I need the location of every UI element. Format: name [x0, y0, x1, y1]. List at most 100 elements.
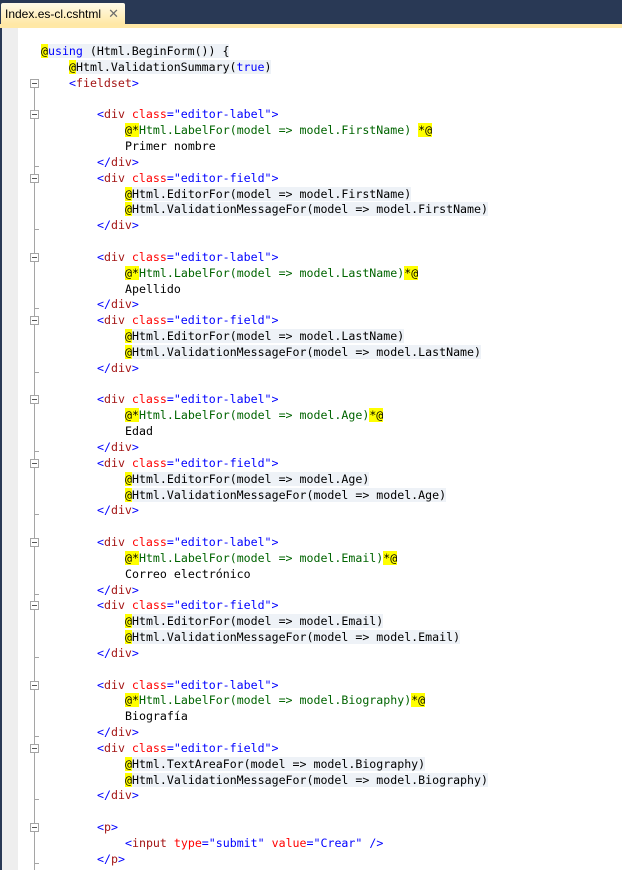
- collapse-icon[interactable]: [30, 78, 39, 88]
- token-txt: Html.EditorFor(model => model.LastName): [131, 329, 405, 344]
- code-line[interactable]: <div class="editor-label">: [97, 534, 279, 550]
- token-tg: p: [103, 820, 111, 835]
- code-line[interactable]: Edad: [125, 423, 153, 439]
- code-line[interactable]: </div>: [97, 645, 139, 661]
- code-text: <div class="editor-label">: [97, 678, 279, 692]
- token-at: @: [125, 471, 132, 486]
- code-text: </div>: [97, 788, 139, 802]
- code-line[interactable]: <div class="editor-label">: [97, 677, 279, 693]
- token-br: >: [131, 725, 139, 740]
- code-line[interactable]: @Html.ValidationSummary(true): [69, 59, 272, 75]
- collapse-icon[interactable]: [30, 743, 39, 753]
- token-br: <: [97, 820, 104, 835]
- code-line[interactable]: @using (Html.BeginForm()) {: [41, 43, 230, 59]
- code-text: <div class="editor-field">: [97, 171, 279, 185]
- code-line[interactable]: </div>: [97, 787, 139, 803]
- tab-index-es-cl-cshtml[interactable]: Index.es-cl.cshtml ✕: [1, 3, 125, 24]
- code-line[interactable]: @Html.EditorFor(model => model.LastName): [125, 328, 405, 344]
- code-line[interactable]: </div>: [97, 360, 139, 376]
- collapse-icon[interactable]: [30, 316, 39, 326]
- token-br: </: [97, 851, 111, 866]
- collapse-icon[interactable]: [30, 458, 39, 468]
- razor-code: @Html.TextAreaFor(model => model.Biograp…: [125, 756, 426, 771]
- code-line[interactable]: @Html.EditorFor(model => model.Age): [125, 471, 370, 487]
- collapse-icon[interactable]: [30, 823, 39, 833]
- code-line[interactable]: @Html.EditorFor(model => model.FirstName…: [125, 186, 412, 202]
- collapse-icon[interactable]: [30, 601, 39, 611]
- code-line[interactable]: @*Html.LabelFor(model => model.Email)*@: [125, 550, 398, 566]
- code-line[interactable]: </div>: [97, 724, 139, 740]
- token-br: </: [97, 218, 111, 233]
- code-line[interactable]: </div>: [97, 217, 139, 233]
- code-line[interactable]: @Html.ValidationMessageFor(model => mode…: [125, 487, 447, 503]
- close-icon[interactable]: ✕: [108, 5, 119, 21]
- token-val: "editor-label": [173, 249, 272, 264]
- token-val: "editor-label": [173, 677, 272, 692]
- token-txt: [125, 250, 132, 264]
- code-editor[interactable]: @using (Html.BeginForm()) {@Html.Validat…: [0, 28, 622, 870]
- code-line[interactable]: <div class="editor-label">: [97, 249, 279, 265]
- collapse-icon[interactable]: [30, 252, 39, 262]
- code-line[interactable]: Primer nombre: [125, 138, 216, 154]
- code-line[interactable]: <div class="editor-label">: [97, 106, 279, 122]
- code-line[interactable]: Biografía: [125, 708, 188, 724]
- code-line[interactable]: @*Html.LabelFor(model => model.Age)*@: [125, 407, 384, 423]
- code-line[interactable]: <div class="editor-field">: [97, 455, 279, 471]
- collapse-icon[interactable]: [30, 110, 39, 120]
- token-br: >: [131, 503, 139, 518]
- collapse-icon[interactable]: [30, 173, 39, 183]
- razor-code: @Html.ValidationMessageFor(model => mode…: [125, 487, 447, 502]
- token-txt: Biografía: [125, 709, 188, 724]
- token-at: @*: [125, 265, 139, 280]
- code-line[interactable]: <div class="editor-field">: [97, 597, 279, 613]
- token-br: <: [97, 392, 104, 407]
- token-tg: p: [110, 851, 118, 866]
- code-text: Biografía: [125, 709, 188, 723]
- code-line[interactable]: @*Html.LabelFor(model => model.LastName)…: [125, 265, 419, 281]
- token-val: "editor-field": [173, 170, 272, 185]
- code-text: <div class="editor-label">: [97, 250, 279, 264]
- code-text: <div class="editor-label">: [97, 107, 279, 121]
- token-br: <: [125, 836, 132, 850]
- code-line[interactable]: @*Html.LabelFor(model => model.Biography…: [125, 692, 426, 708]
- code-line[interactable]: Correo electrónico: [125, 566, 251, 582]
- code-line[interactable]: <div class="editor-label">: [97, 391, 279, 407]
- code-line[interactable]: <div class="editor-field">: [97, 312, 279, 328]
- token-tg: div: [110, 360, 132, 375]
- token-at: @: [125, 487, 132, 502]
- code-line[interactable]: <div class="editor-field">: [97, 740, 279, 756]
- token-br: =: [201, 836, 209, 850]
- code-line[interactable]: </div>: [97, 154, 139, 170]
- fold-end-marker: [34, 736, 39, 738]
- code-line[interactable]: </div>: [97, 439, 139, 455]
- code-line[interactable]: @Html.TextAreaFor(model => model.Biograp…: [125, 756, 426, 772]
- token-kw: true: [236, 59, 265, 74]
- token-txt: [265, 836, 272, 850]
- token-br: =: [166, 455, 174, 470]
- code-line[interactable]: @Html.EditorFor(model => model.Email): [125, 613, 384, 629]
- code-line[interactable]: @Html.ValidationMessageFor(model => mode…: [125, 201, 488, 217]
- code-line[interactable]: <input type="submit" value="Crear" />: [125, 835, 383, 851]
- code-line[interactable]: <fieldset>: [69, 75, 139, 91]
- code-line[interactable]: Apellido: [125, 281, 181, 297]
- razor-code: @Html.EditorFor(model => model.LastName): [125, 329, 405, 344]
- code-line[interactable]: </div>: [97, 296, 139, 312]
- token-br: =: [166, 392, 174, 407]
- code-line[interactable]: @*Html.LabelFor(model => model.FirstName…: [125, 122, 433, 138]
- collapse-icon[interactable]: [30, 395, 39, 405]
- token-br: >: [110, 820, 118, 835]
- code-line[interactable]: <div class="editor-field">: [97, 170, 279, 186]
- code-line[interactable]: </div>: [97, 582, 139, 598]
- code-line[interactable]: </div>: [97, 502, 139, 518]
- code-line[interactable]: </p>: [97, 851, 125, 867]
- code-line[interactable]: @Html.ValidationMessageFor(model => mode…: [125, 344, 481, 360]
- fold-end-marker: [34, 308, 39, 310]
- token-cm: Html.LabelFor(model => model.LastName): [138, 265, 405, 280]
- code-line[interactable]: <p>: [97, 819, 118, 835]
- collapse-icon[interactable]: [30, 538, 39, 548]
- collapse-icon[interactable]: [30, 680, 39, 690]
- code-line[interactable]: @Html.ValidationMessageFor(model => mode…: [125, 772, 488, 788]
- token-txt: Html.ValidationMessageFor(model => model…: [131, 202, 488, 217]
- code-line[interactable]: @Html.ValidationMessageFor(model => mode…: [125, 629, 461, 645]
- token-br: <: [69, 75, 76, 90]
